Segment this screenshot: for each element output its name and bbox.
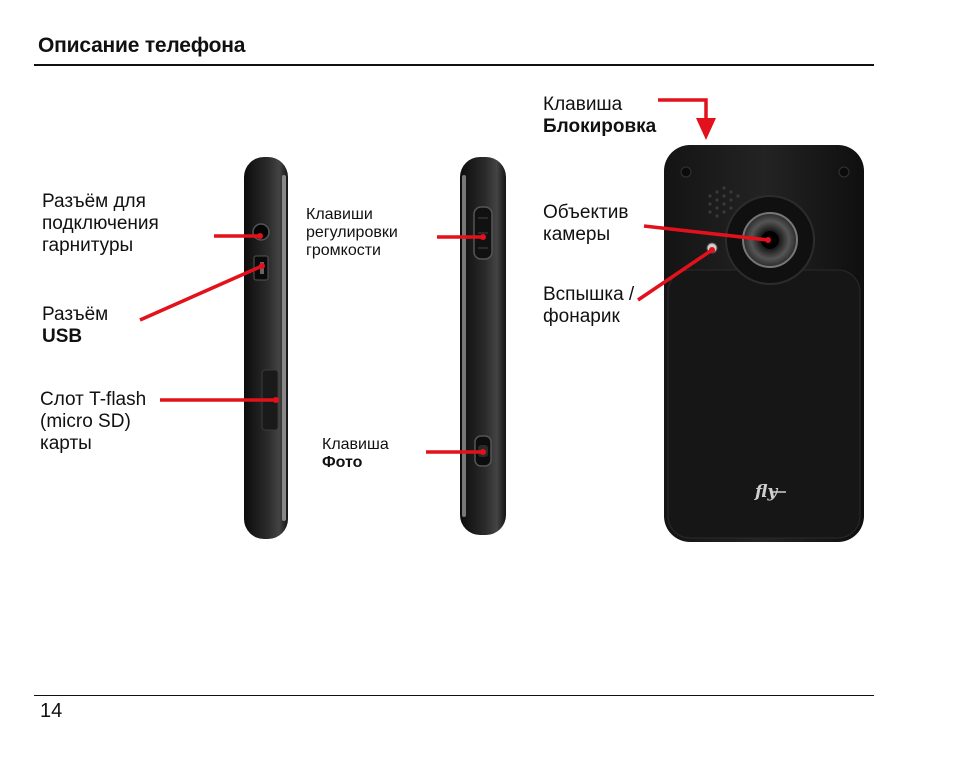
microsd-slot-label: Слот T-flash (micro SD) карты — [40, 389, 147, 454]
phone-right-side-view — [460, 157, 506, 535]
camera-callout — [643, 224, 769, 242]
camera-lens-label: Объектив камеры — [543, 202, 629, 245]
header-rule — [34, 64, 874, 66]
page-title: Описание телефона — [38, 34, 246, 57]
page-number: 14 — [40, 700, 63, 722]
footer-rule — [34, 695, 874, 696]
phone-back-view: fly — [664, 145, 864, 542]
headset-jack-label: Разъём для подключения гарнитуры — [42, 191, 159, 256]
usb-port-label: Разъём USB — [42, 304, 109, 347]
lock-key-label: Клавиша Блокировка — [543, 94, 657, 137]
phone-left-side-view — [244, 157, 288, 539]
callout-lines — [139, 98, 769, 454]
brand-logo: fly — [754, 482, 778, 502]
volume-keys-label: Клавиши регулировки громкости — [306, 206, 398, 259]
lock-callout — [658, 98, 708, 126]
lock-arrow-icon — [696, 118, 716, 140]
flash-label: Вспышка / фонарик — [543, 284, 635, 327]
flash-callout — [637, 248, 713, 302]
usb-callout — [139, 264, 263, 322]
photo-key-label: Клавиша Фото — [322, 436, 389, 471]
